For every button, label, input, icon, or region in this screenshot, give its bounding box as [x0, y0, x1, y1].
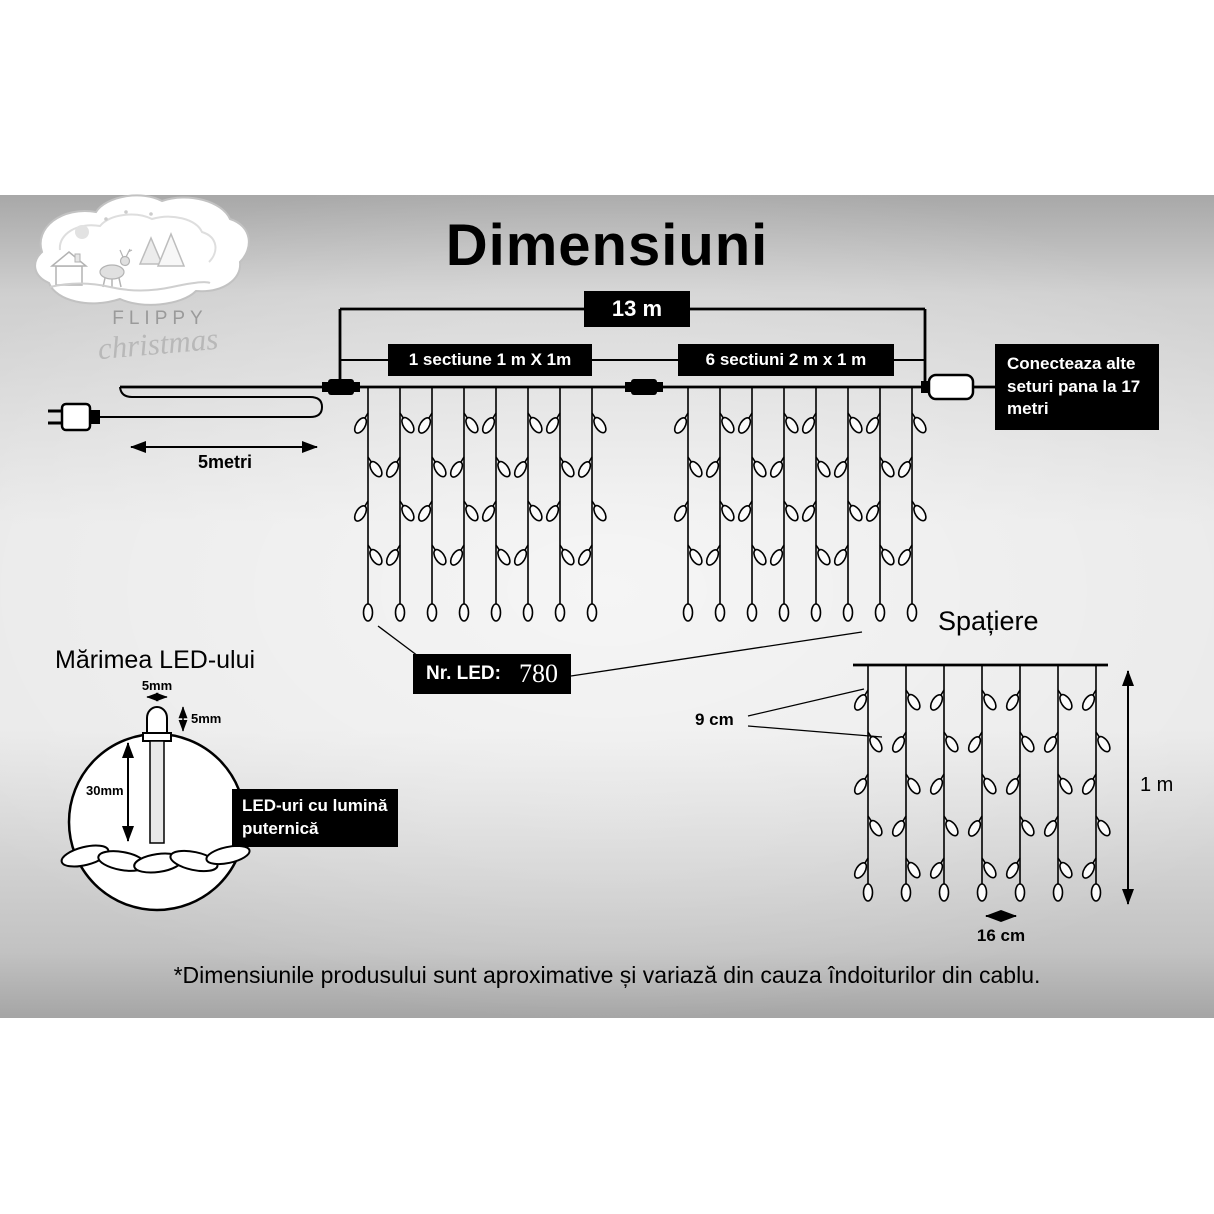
flippy-christmas-logo	[34, 194, 250, 306]
end-connector-icon	[921, 373, 975, 401]
led-size-heading: Mărimea LED-ului	[55, 646, 256, 674]
led-count-box: Nr. LED: 780	[413, 654, 571, 694]
curtain-section-right	[673, 387, 927, 622]
section1-label: 1 sectiune 1 m X 1m	[388, 344, 592, 376]
vertical-gap-label: 9 cm	[695, 710, 734, 729]
logo-brand-top: FLIPPY	[112, 308, 208, 329]
vertical-gap-pointer-2	[747, 725, 883, 738]
connect-note-box: Conecteaza alte seturi pana la 17 metri	[995, 344, 1159, 430]
led-cap-height-label: 5mm	[191, 711, 222, 726]
spacing-curtain	[853, 665, 1111, 902]
vertical-gap-pointer-1	[747, 688, 865, 717]
led-count-value: 780	[519, 659, 558, 688]
total-length-label: 13 m	[584, 291, 690, 327]
led-count-label: Nr. LED:	[426, 663, 501, 684]
twisted-wire-icon	[60, 844, 251, 874]
lead-length-label: 5metri	[197, 452, 253, 472]
curtain-section-left	[353, 387, 607, 622]
horizontal-gap-label: 16 cm	[976, 926, 1026, 945]
led-count-pointer-left	[377, 625, 419, 657]
inline-connector-icons	[322, 379, 663, 395]
section2-label: 6 sectiuni 2 m x 1 m	[678, 344, 894, 376]
led-count-pointer-right	[570, 631, 863, 677]
led-body-height-label: 30mm	[86, 783, 124, 798]
led-note-box: LED-uri cu lumină puternică	[232, 789, 398, 847]
page-title: Dimensiuni	[445, 213, 769, 278]
led-width-label: 5mm	[141, 678, 173, 693]
footnote: *Dimensiunile produsului sunt aproximati…	[173, 962, 1041, 988]
led-size-figure	[60, 692, 251, 912]
height-label: 1 m	[1140, 774, 1174, 796]
spacing-heading: Spațiere	[938, 606, 1039, 636]
power-plug-icon	[48, 386, 324, 432]
